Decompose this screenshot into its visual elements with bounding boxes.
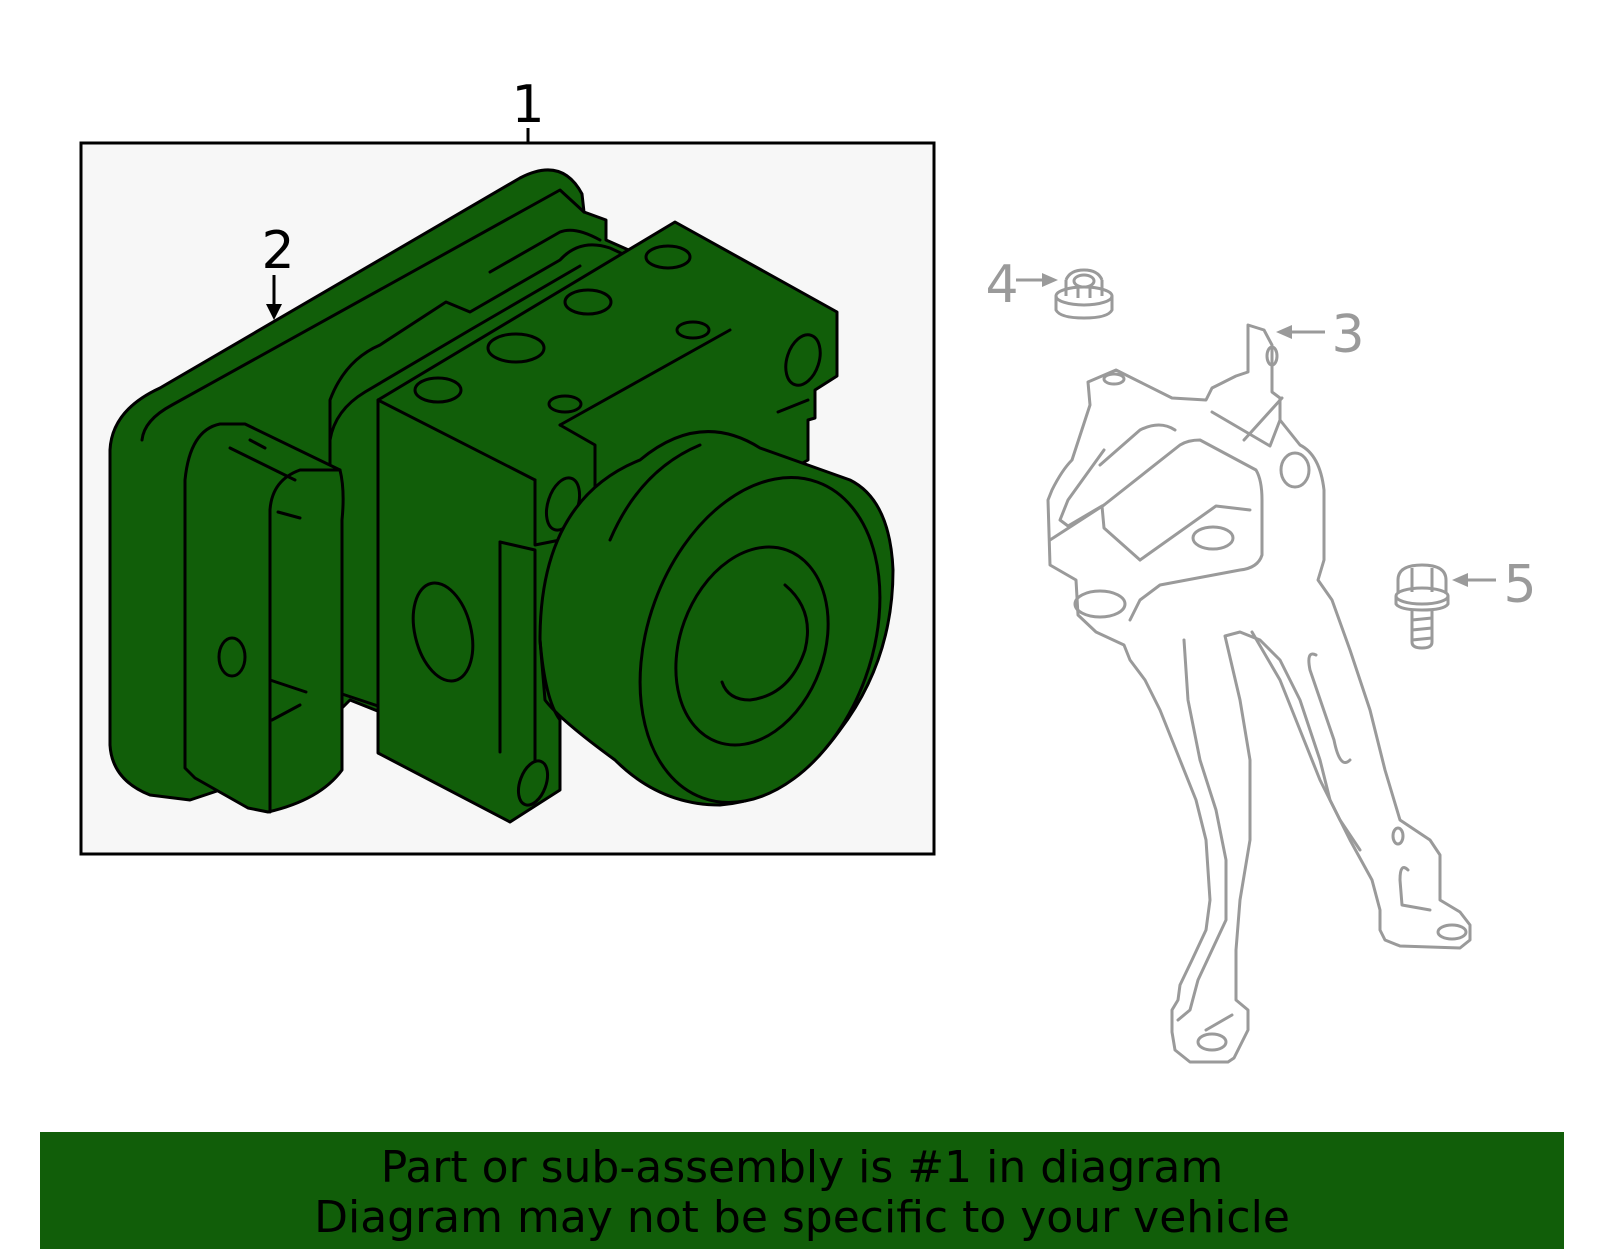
callout-5-arrowhead [1452, 573, 1468, 587]
callout-2[interactable]: 2 [261, 221, 295, 320]
callout-1-label: 1 [511, 75, 544, 135]
abs-modulator-assembly[interactable] [108, 168, 923, 836]
callout-1[interactable]: 1 [511, 75, 545, 143]
callout-5-label: 5 [1503, 555, 1536, 615]
callout-4-label: 4 [985, 255, 1018, 315]
callout-3[interactable]: 3 [1276, 305, 1365, 365]
callout-2-arrowhead [266, 304, 282, 320]
callout-3-label: 3 [1331, 305, 1364, 365]
callout-4[interactable]: 4 [985, 255, 1058, 315]
callout-3-arrowhead [1276, 325, 1292, 339]
flange-bolt[interactable] [1394, 563, 1450, 650]
callout-4-arrowhead [1042, 273, 1058, 287]
banner-line-1: Part or sub-assembly is #1 in diagram [380, 1141, 1224, 1193]
info-banner: Part or sub-assembly is #1 in diagram Di… [40, 1132, 1564, 1249]
callout-2-label: 2 [261, 221, 294, 281]
callout-5[interactable]: 5 [1452, 555, 1537, 615]
flange-nut[interactable] [1054, 268, 1114, 320]
banner-line-2: Diagram may not be specific to your vehi… [314, 1191, 1290, 1243]
mounting-bracket[interactable] [1046, 323, 1472, 1064]
